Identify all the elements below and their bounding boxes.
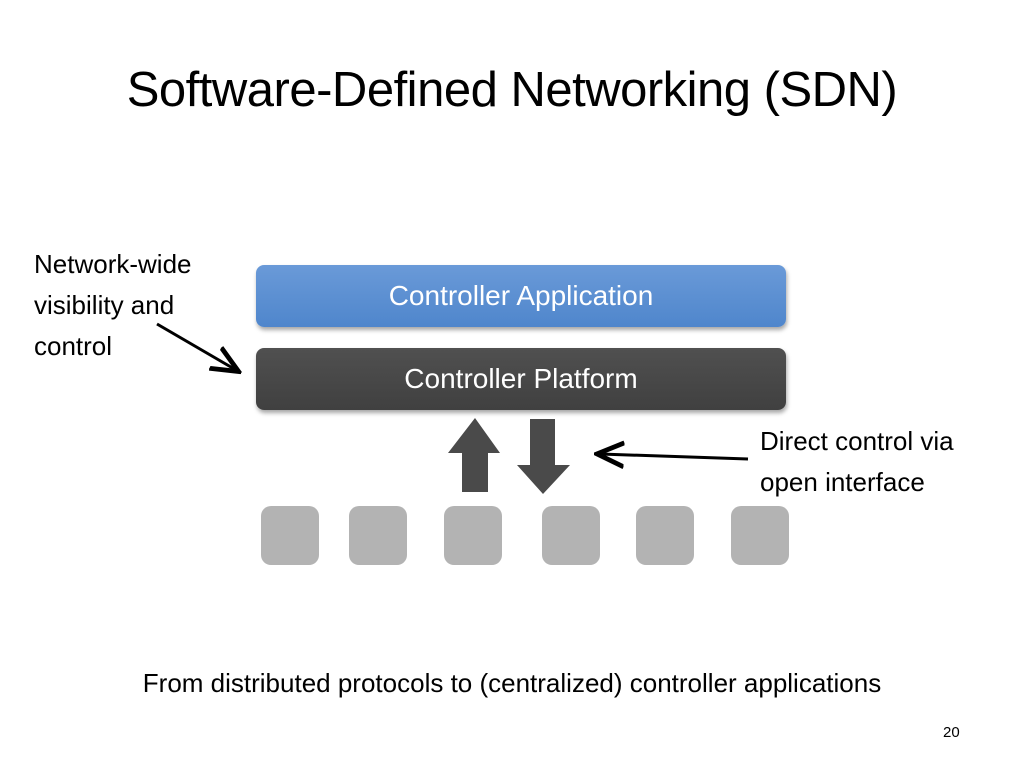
network-switch	[542, 506, 600, 565]
controller-platform-layer: Controller Platform	[256, 348, 786, 410]
network-switch	[636, 506, 694, 565]
up-arrow-icon	[448, 418, 500, 492]
network-switch	[261, 506, 319, 565]
slide-caption: From distributed protocols to (centraliz…	[142, 668, 882, 698]
slide-title: Software-Defined Networking (SDN)	[126, 63, 898, 117]
annotation-arrow-left	[156, 322, 236, 370]
annotation-line: Network-wide	[34, 249, 192, 279]
annotation-open-interface: Direct control via open interface	[760, 421, 954, 503]
annotation-line: open interface	[760, 467, 925, 497]
controller-application-layer: Controller Application	[256, 265, 786, 327]
network-switch	[731, 506, 789, 565]
annotation-network-wide: Network-wide visibility and control	[34, 244, 192, 367]
annotation-line: visibility and	[34, 290, 175, 320]
annotation-arrow-right	[600, 454, 749, 459]
page-number: 20	[943, 724, 960, 741]
annotation-line: control	[34, 331, 113, 361]
network-switch	[349, 506, 407, 565]
annotation-line: Direct control via	[760, 426, 954, 456]
network-switch	[444, 506, 502, 565]
down-arrow-icon	[517, 419, 570, 494]
